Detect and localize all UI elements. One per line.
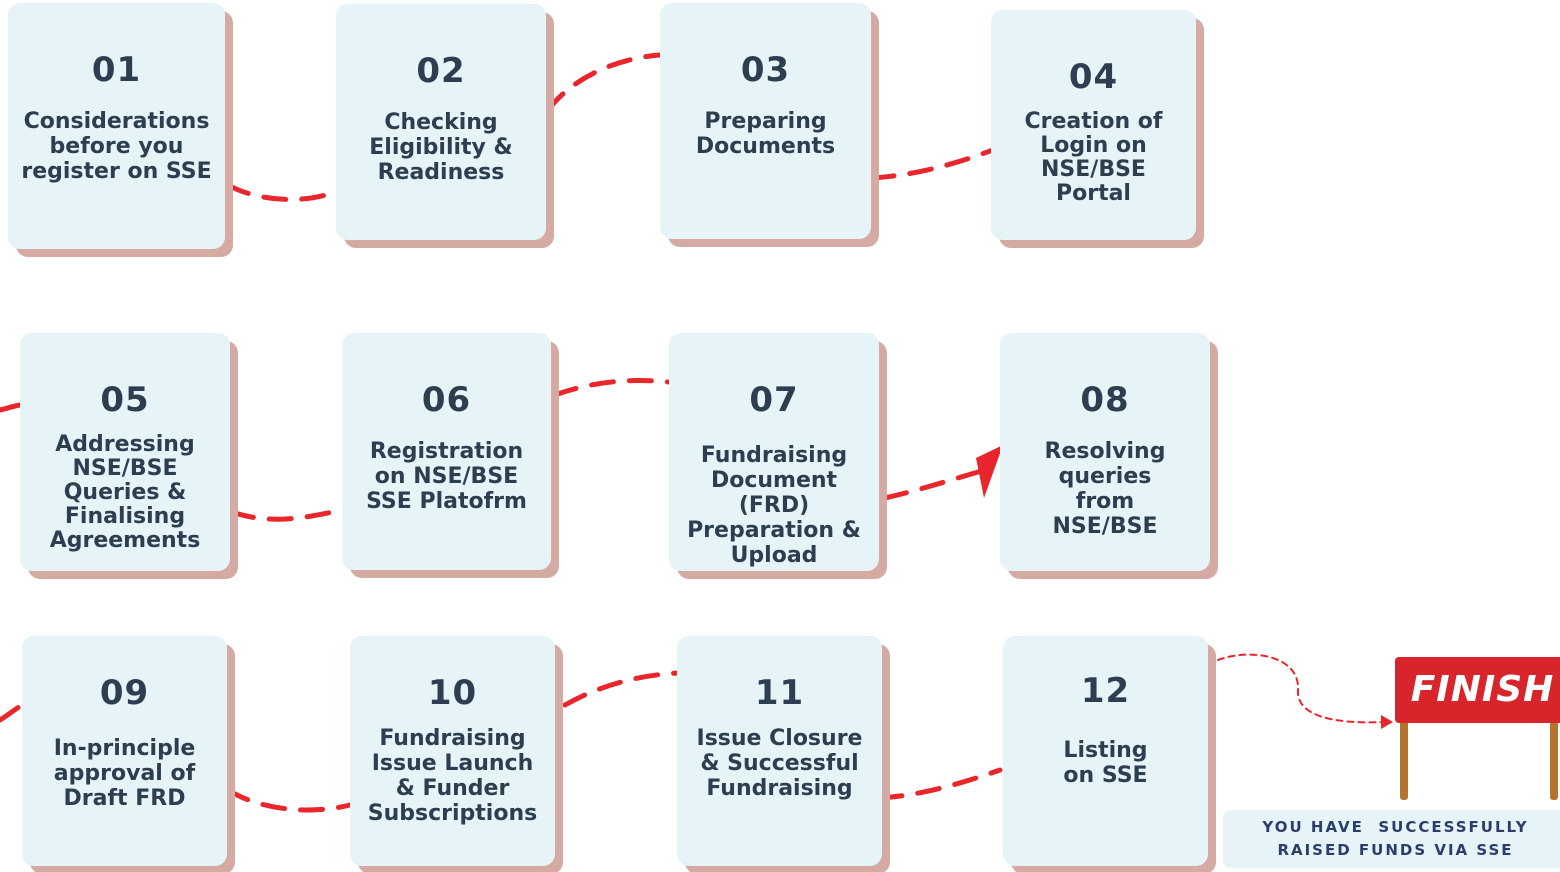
step-number: 07 — [749, 380, 799, 420]
step-number: 09 — [99, 673, 150, 713]
step-card-12: 12 Listing on SSE — [1003, 636, 1208, 866]
step-card-07: 07 Fundraising Document (FRD) Preparatio… — [669, 333, 879, 571]
flag-pole-left — [1400, 680, 1408, 800]
step-label: Resolving queries from NSE/BSE — [1044, 439, 1166, 539]
arrowhead-finish — [1381, 715, 1393, 729]
connector-03-04 — [869, 147, 996, 181]
step-label: Fundraising Document (FRD) Preparation &… — [687, 443, 861, 568]
step-card-04: 04 Creation of Login on NSE/BSE Portal — [991, 10, 1196, 240]
step-number: 03 — [740, 50, 791, 90]
flag-pole-right — [1550, 680, 1558, 800]
step-number: 04 — [1068, 57, 1119, 97]
step-number: 10 — [427, 673, 478, 713]
step-number: 12 — [1080, 671, 1131, 711]
step-number: 06 — [421, 380, 472, 420]
step-label: Issue Closure & Successful Fundraising — [696, 726, 863, 801]
step-number: 01 — [91, 50, 142, 90]
step-card-03: 03 Preparing Documents — [660, 3, 871, 239]
connector-09-10 — [225, 787, 353, 813]
connector-07-08 — [882, 467, 988, 501]
connector-lead-05 — [0, 402, 23, 413]
step-card-09: 09 In-principle approval of Draft FRD — [22, 636, 227, 866]
step-card-11: 11 Issue Closure & Successful Fundraisin… — [677, 636, 882, 866]
step-label: Listing on SSE — [1063, 738, 1148, 788]
finish-flag-text: FINISH — [1410, 669, 1555, 710]
connector-02-03 — [545, 52, 663, 113]
connector-12-finish — [1217, 653, 1384, 724]
step-label: Considerations before you register on SS… — [21, 109, 212, 184]
connector-05-06 — [229, 507, 345, 522]
success-message-line-1: YOU HAVE SUCCESSFULLY — [1262, 818, 1529, 836]
step-card-06: 06 Registration on NSE/BSE SSE Platofrm — [342, 333, 551, 570]
step-label: Preparing Documents — [695, 109, 836, 159]
connector-06-07 — [552, 378, 671, 398]
step-number: 08 — [1080, 380, 1130, 420]
arrowhead-08 — [976, 445, 1003, 498]
success-message: YOU HAVE SUCCESSFULLY RAISED FUNDS VIA S… — [1223, 810, 1560, 868]
connector-10-11 — [562, 670, 681, 708]
connector-lead-09 — [0, 702, 25, 723]
step-card-08: 08 Resolving queries from NSE/BSE — [1000, 333, 1210, 571]
step-label: Registration on NSE/BSE SSE Platofrm — [366, 439, 527, 514]
step-number: 02 — [416, 51, 466, 91]
step-label: Checking Eligibility & Readiness — [369, 110, 513, 185]
step-card-02: 02 Checking Eligibility & Readiness — [336, 4, 546, 240]
connector-01-02 — [225, 182, 338, 202]
step-card-05: 05 Addressing NSE/BSE Queries & Finalisi… — [20, 333, 230, 571]
step-label: Creation of Login on NSE/BSE Portal — [1024, 109, 1163, 206]
step-number: 05 — [100, 380, 150, 420]
step-card-01: 01 Considerations before you register on… — [8, 3, 225, 249]
finish-flag: FINISH — [1395, 657, 1560, 723]
success-message-line-2: RAISED FUNDS VIA SSE — [1277, 841, 1514, 859]
step-label: Fundraising Issue Launch & Funder Subscr… — [367, 726, 538, 826]
step-card-10: 10 Fundraising Issue Launch & Funder Sub… — [350, 636, 555, 866]
step-label: Addressing NSE/BSE Queries & Finalising … — [49, 432, 201, 553]
step-label: In-principle approval of Draft FRD — [53, 736, 196, 811]
connector-11-12 — [877, 767, 1003, 801]
step-number: 11 — [754, 673, 805, 713]
